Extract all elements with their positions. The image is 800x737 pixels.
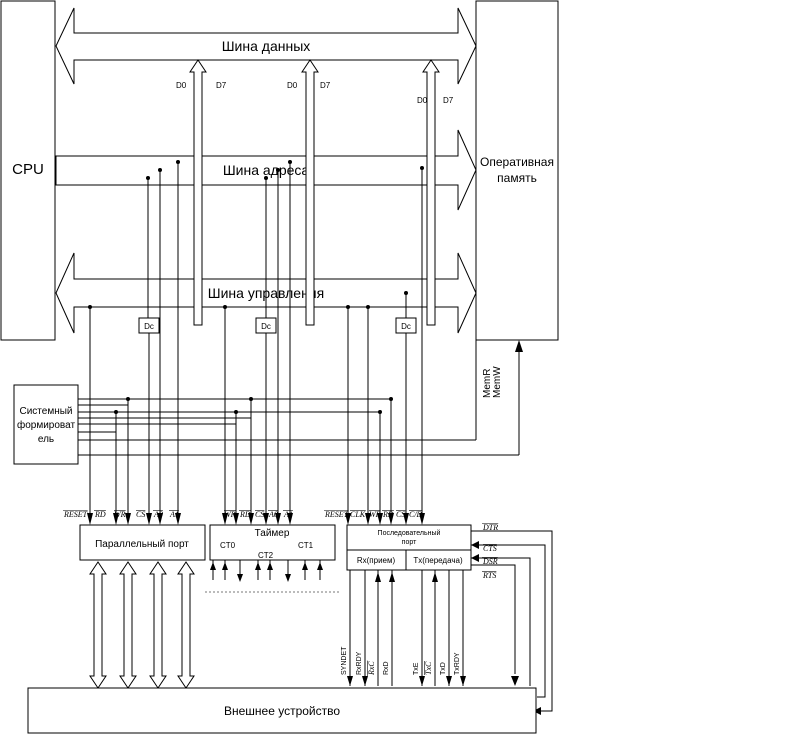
data-bus-tap-timer [301, 59, 319, 326]
serial-pin-labels: RESET CLK WR RD CS C/D [324, 510, 423, 519]
data-bus-tap-parallel [189, 59, 207, 326]
pin-arrowheads [87, 513, 425, 525]
decoder-serial-junction [404, 291, 408, 295]
pin-cs-serial: CS [396, 510, 405, 519]
sig-txc: TxC [424, 661, 433, 675]
pin-a0-timer: A0 [268, 510, 278, 519]
memw-arrowhead [515, 340, 523, 352]
external-device-block [27, 687, 537, 734]
decoder-parallel-label: Dc [144, 322, 154, 331]
ram-label-line1: Оперативная [480, 155, 554, 169]
d7-label-2: D7 [320, 81, 331, 90]
pin-stubs [89, 505, 423, 513]
memory-control-lines [475, 340, 520, 455]
serial-rx-label: Rx(прием) [357, 556, 396, 565]
pin-rd-serial: RD [382, 510, 394, 519]
pin-cd-serial: C/D [409, 510, 423, 519]
parallel-port-label: Параллельный порт [95, 539, 189, 550]
address-junctions [146, 160, 424, 180]
serial-port-block [346, 524, 472, 571]
sig-rxc: RxC [367, 661, 376, 676]
decoder-outputs [148, 293, 407, 505]
ram-label-line2: память [497, 171, 537, 185]
serial-tx-label: Tx(передача) [413, 556, 463, 565]
timer-block [209, 524, 336, 561]
decoder-timer-label: Dc [261, 322, 271, 331]
timer-ct0-label: CT0 [220, 541, 236, 550]
serial-signal-arrowheads [347, 572, 466, 686]
modem-cts-label: CTS [483, 544, 497, 553]
d0-label-3: D0 [417, 96, 428, 105]
generator-drop-lines [115, 399, 392, 505]
sig-txd: TxD [440, 662, 447, 675]
modem-rts-label: RTS [482, 571, 496, 580]
data-bus-label: Шина данных [222, 38, 311, 54]
timer-ct1-label: CT1 [298, 541, 314, 550]
pin-a1-parallel: A1 [169, 510, 179, 519]
serial-port-label-line1: Последовательный [378, 529, 441, 537]
pin-reset-parallel: RESET [63, 510, 88, 519]
pin-wr-serial: WR [369, 510, 381, 519]
pin-a1-timer: A1 [283, 510, 293, 519]
pin-a0-parallel: A0 [153, 510, 163, 519]
cpu-block [0, 0, 56, 341]
sig-txrdy: TxRDY [454, 652, 461, 675]
pin-wr-timer: WR [224, 510, 236, 519]
memw-label: MemW [492, 366, 503, 398]
timer-output-arrowheads [210, 562, 323, 582]
ram-block [475, 0, 559, 341]
sig-syndet: SYNDET [341, 646, 348, 675]
parallel-io-arrows [89, 561, 195, 689]
pin-cs-timer: CS [255, 510, 264, 519]
parallel-port-block [79, 524, 206, 561]
d0-label-2: D0 [287, 81, 298, 90]
system-generator-line3: ель [38, 434, 54, 445]
d0-label-1: D0 [176, 81, 187, 90]
pin-wr-parallel: WR [114, 510, 126, 519]
decoder-serial-label: Dc [401, 322, 411, 331]
address-bus-label: Шина адреса [223, 162, 310, 178]
parallel-pin-labels: RESET RD WR CS A0 A1 [63, 510, 179, 519]
d7-label-3: D7 [443, 96, 454, 105]
sig-txe: TxE [413, 662, 420, 675]
sig-rxd: RxD [383, 661, 390, 675]
pin-cs-parallel: CS [136, 510, 145, 519]
pin-rd-parallel: RD [94, 510, 106, 519]
timer-pin-labels: WR RD CS A0 A1 [224, 510, 293, 519]
system-generator-junctions [114, 397, 393, 414]
sig-rxrdy: RxRDY [356, 651, 363, 675]
pin-clk-serial: CLK [350, 510, 366, 519]
serial-port-label-line2: порт [402, 539, 417, 546]
control-lines [89, 307, 369, 505]
modem-dsr-label: DSR [482, 557, 498, 566]
address-bus [55, 129, 477, 211]
modem-control-lines [471, 530, 553, 712]
data-bus-tap-serial [422, 59, 440, 326]
control-junctions [88, 305, 370, 309]
timer-label: Таймер [255, 528, 290, 539]
d7-label-1: D7 [216, 81, 227, 90]
system-generator-line1: Системный [19, 406, 72, 417]
cpu-label: CPU [12, 161, 44, 178]
serial-signal-lines [349, 570, 464, 686]
modem-arrowheads [471, 541, 541, 715]
timer-ct2-label: CT2 [258, 551, 274, 560]
address-lines [147, 162, 423, 505]
memr-label: MemR [482, 369, 493, 398]
pin-rd-timer: RD [239, 510, 251, 519]
modem-dtr-label: DTR [482, 523, 498, 532]
external-device-label: Внешнее устройство [224, 704, 340, 718]
data-bus [55, 7, 477, 85]
pin-reset-serial: RESET [324, 510, 349, 519]
system-generator-lines [78, 398, 519, 456]
system-generator-line2: формироват [17, 419, 75, 431]
